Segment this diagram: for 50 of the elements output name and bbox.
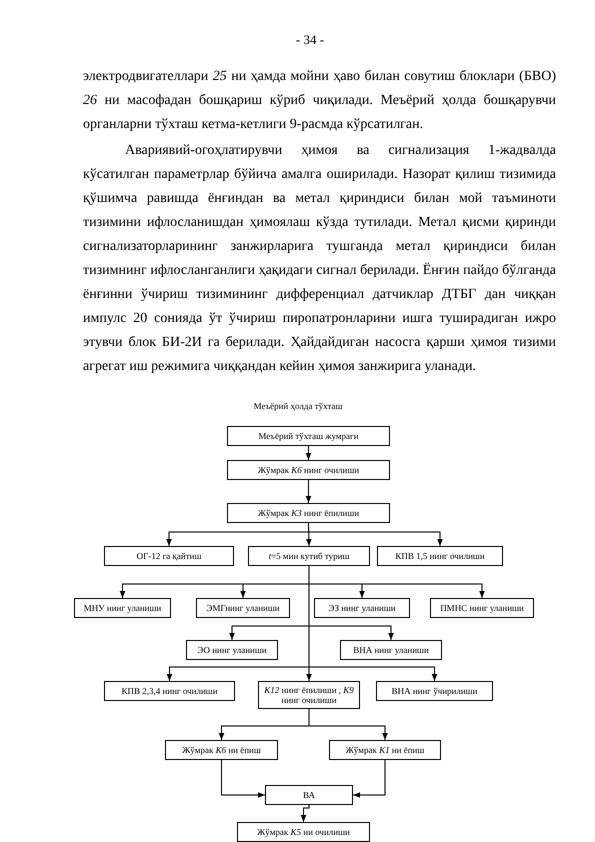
box-label: ПМНС нинг уланиши <box>440 603 524 613</box>
box-label: ЭО нинг уланиши <box>197 645 267 655</box>
arrow <box>352 760 386 798</box>
box-label: КПВ 2,3,4 нинг очилиши <box>121 686 218 696</box>
box-label: К12 нинг ёпилиши , К9 нинг очилиши <box>263 685 355 705</box>
page-number: - 34 - <box>294 32 326 48</box>
paragraph: Авариявий-огоҳлатирувчи ҳимоя ва сигнализация 1-жадвалда кўсатилган параметрлар бўйича амалга оширилади. Назорат қилиш тизимида қўшимча равишда ёнғиндан ва метал қириндиси билан мой таъминоти тизимини ифлосланишдан ҳимоялаш кўзда тутилади. Метал қисми қиринди сигнализаторларининг занжирларига тушганда метал қириндиси билан тизимнинг ифлосланганлиги ҳақидаги сигнал берилади. Ёнғин пайдо бўлганда ёнғинни ўчириш тизимининг дифференциал датчиклар ДТБГ дан чиққан импулс 20 сонияда ўт ўчириш пиропатронларини ишга туширадиган ижро этувчи блок БИ-2И га берилади. Ҳайдайдиган насосга қарши ҳимоя тизими агрегат иш режимига чиққандан кейин ҳимоя занжирига уланади. <box>83 142 556 376</box>
box-label: ЭЗ нинг уланиши <box>328 603 396 613</box>
box-label: ВНА нинг уланиши <box>353 645 429 655</box>
arrow <box>306 446 312 460</box>
box-label: Меъёрий тўхташ жумраги <box>258 431 359 441</box>
box-label: ВНА нинг ўчирилиши <box>392 686 478 696</box>
box-label: Жўмрак К6 ни ёпиш <box>182 745 261 755</box>
process-box <box>227 503 390 523</box>
arrow <box>221 760 266 798</box>
box-label: КПВ 1,5 нинг очилиши <box>395 551 485 561</box>
process-box <box>314 598 410 618</box>
process-box <box>196 598 290 618</box>
process-box <box>227 426 390 446</box>
process-box <box>74 598 171 618</box>
process-box <box>265 785 353 805</box>
process-box <box>186 640 278 660</box>
box-label: Жўмрак К1 ни ёпиш <box>346 745 424 755</box>
box-label: Жўмрак К5 ни очилиши <box>257 827 350 837</box>
process-box <box>248 546 370 566</box>
arrow <box>308 522 443 546</box>
process-box <box>376 681 493 701</box>
arrow <box>308 708 388 740</box>
arrow <box>308 566 438 682</box>
box-label: ОГ-12 га қайтиш <box>136 551 202 561</box>
box-label: МНУ нинг уланиши <box>84 603 162 613</box>
box-label: Жўмрак К6 нинг очилиши <box>258 465 360 475</box>
process-box <box>237 822 370 842</box>
process-box <box>104 546 234 566</box>
process-box <box>329 740 441 760</box>
box-label: ЭМГнинг уланиши <box>206 603 280 613</box>
box-label: ВА <box>303 790 315 800</box>
process-box <box>104 681 235 701</box>
diagram-title: Меъёрий ҳолда тўхташ <box>252 401 344 411</box>
arrow <box>300 804 310 822</box>
paragraph: электродвигателлари 25 ни ҳамда мойни ҳаво билан совутиш блоклари (БВО) 26 ни масофадан бошқариш кўриб чиқилади. Меъёрий ҳолда бошқарувчи органларни тўхташ кетма-кетлиги 9-расмда кўрсатилган. <box>83 68 556 134</box>
process-box <box>165 740 278 760</box>
process-box <box>377 546 503 566</box>
process-box <box>430 598 534 618</box>
process-box <box>258 681 360 709</box>
box-label: Жўмрак К3 нинг ёпилиши <box>258 508 360 518</box>
process-box <box>227 460 390 480</box>
process-box <box>340 640 442 660</box>
arrow <box>306 480 312 504</box>
box-label: t=5 мин кутиб туриш <box>268 551 350 561</box>
